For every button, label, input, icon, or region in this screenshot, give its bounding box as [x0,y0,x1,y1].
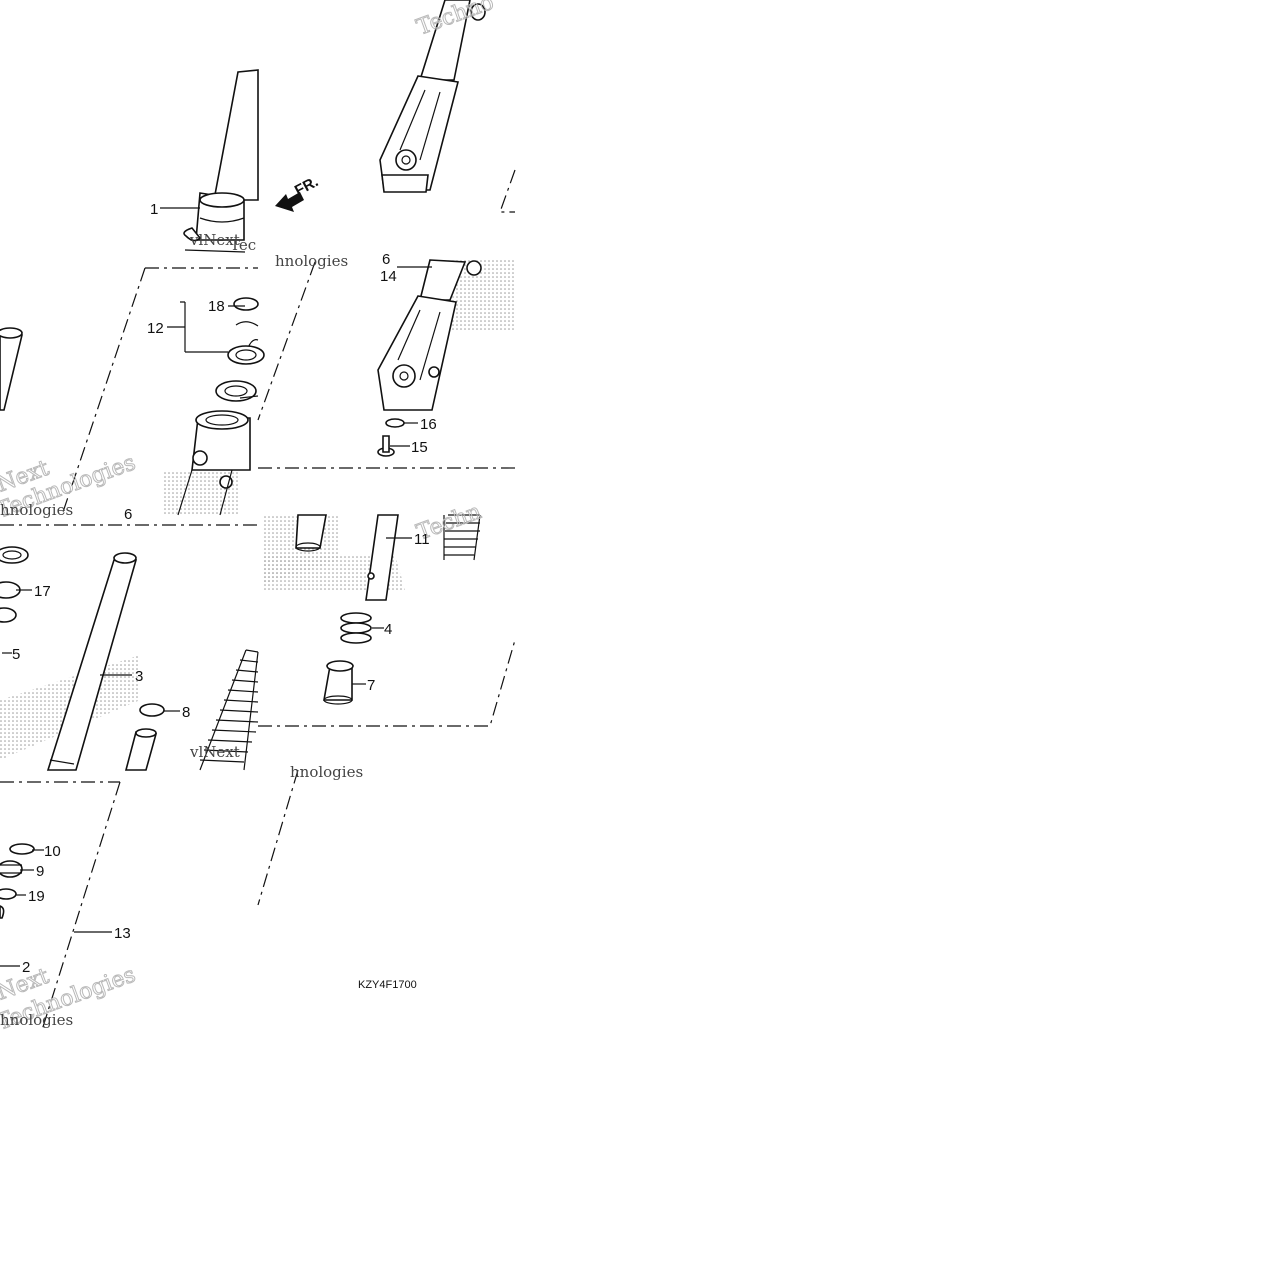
callout-15: 15 [411,439,428,456]
assembly-outlines [0,169,516,1031]
callout-10: 10 [44,843,61,860]
callout-6: 6 [382,251,390,268]
callout-6-b: 6 [124,506,132,523]
callout-14: 14 [380,268,397,285]
callout-5: 5 [12,646,20,663]
callout-7: 7 [367,677,375,694]
upper-spring [443,514,481,561]
svg-text:vlNext: vlNext [189,743,240,761]
fork-upper-tube [183,69,259,253]
callout-16: 16 [420,416,437,433]
callout-8: 8 [182,704,190,721]
lower-components [0,843,35,919]
fork-spring [199,649,259,771]
svg-text:hnologies: hnologies [0,1011,73,1029]
catalog-code: KZY4F1700 [358,979,417,991]
callout-3: 3 [135,668,143,685]
callout-17: 17 [34,583,51,600]
callout-9: 9 [36,863,44,880]
leader-lines [0,207,432,967]
seal-assembly [0,297,265,516]
callout-13: 13 [114,925,131,942]
svg-text:hnologies: hnologies [290,763,363,781]
front-direction-arrow: FR. [275,173,321,212]
inner-tubes [0,546,259,771]
fork-lower-slider [377,259,482,457]
svg-text:hnologies: hnologies [275,252,348,270]
fork-upper-slider [379,0,486,193]
callout-12: 12 [147,320,164,337]
svg-text:hnologies: hnologies [0,501,73,519]
damper-rod [295,514,481,705]
svg-text:Tec: Tec [230,236,256,254]
callout-11: 11 [414,531,430,548]
callout-2: 2 [22,959,30,976]
callout-1: 1 [150,201,158,218]
callout-19: 19 [28,888,45,905]
svg-text:vlNext: vlNext [189,231,240,249]
callout-4: 4 [384,621,392,638]
callout-labels: 1 18 12 6 14 16 15 6 11 17 4 5 3 7 8 10 … [12,201,437,976]
callout-18: 18 [208,298,225,315]
